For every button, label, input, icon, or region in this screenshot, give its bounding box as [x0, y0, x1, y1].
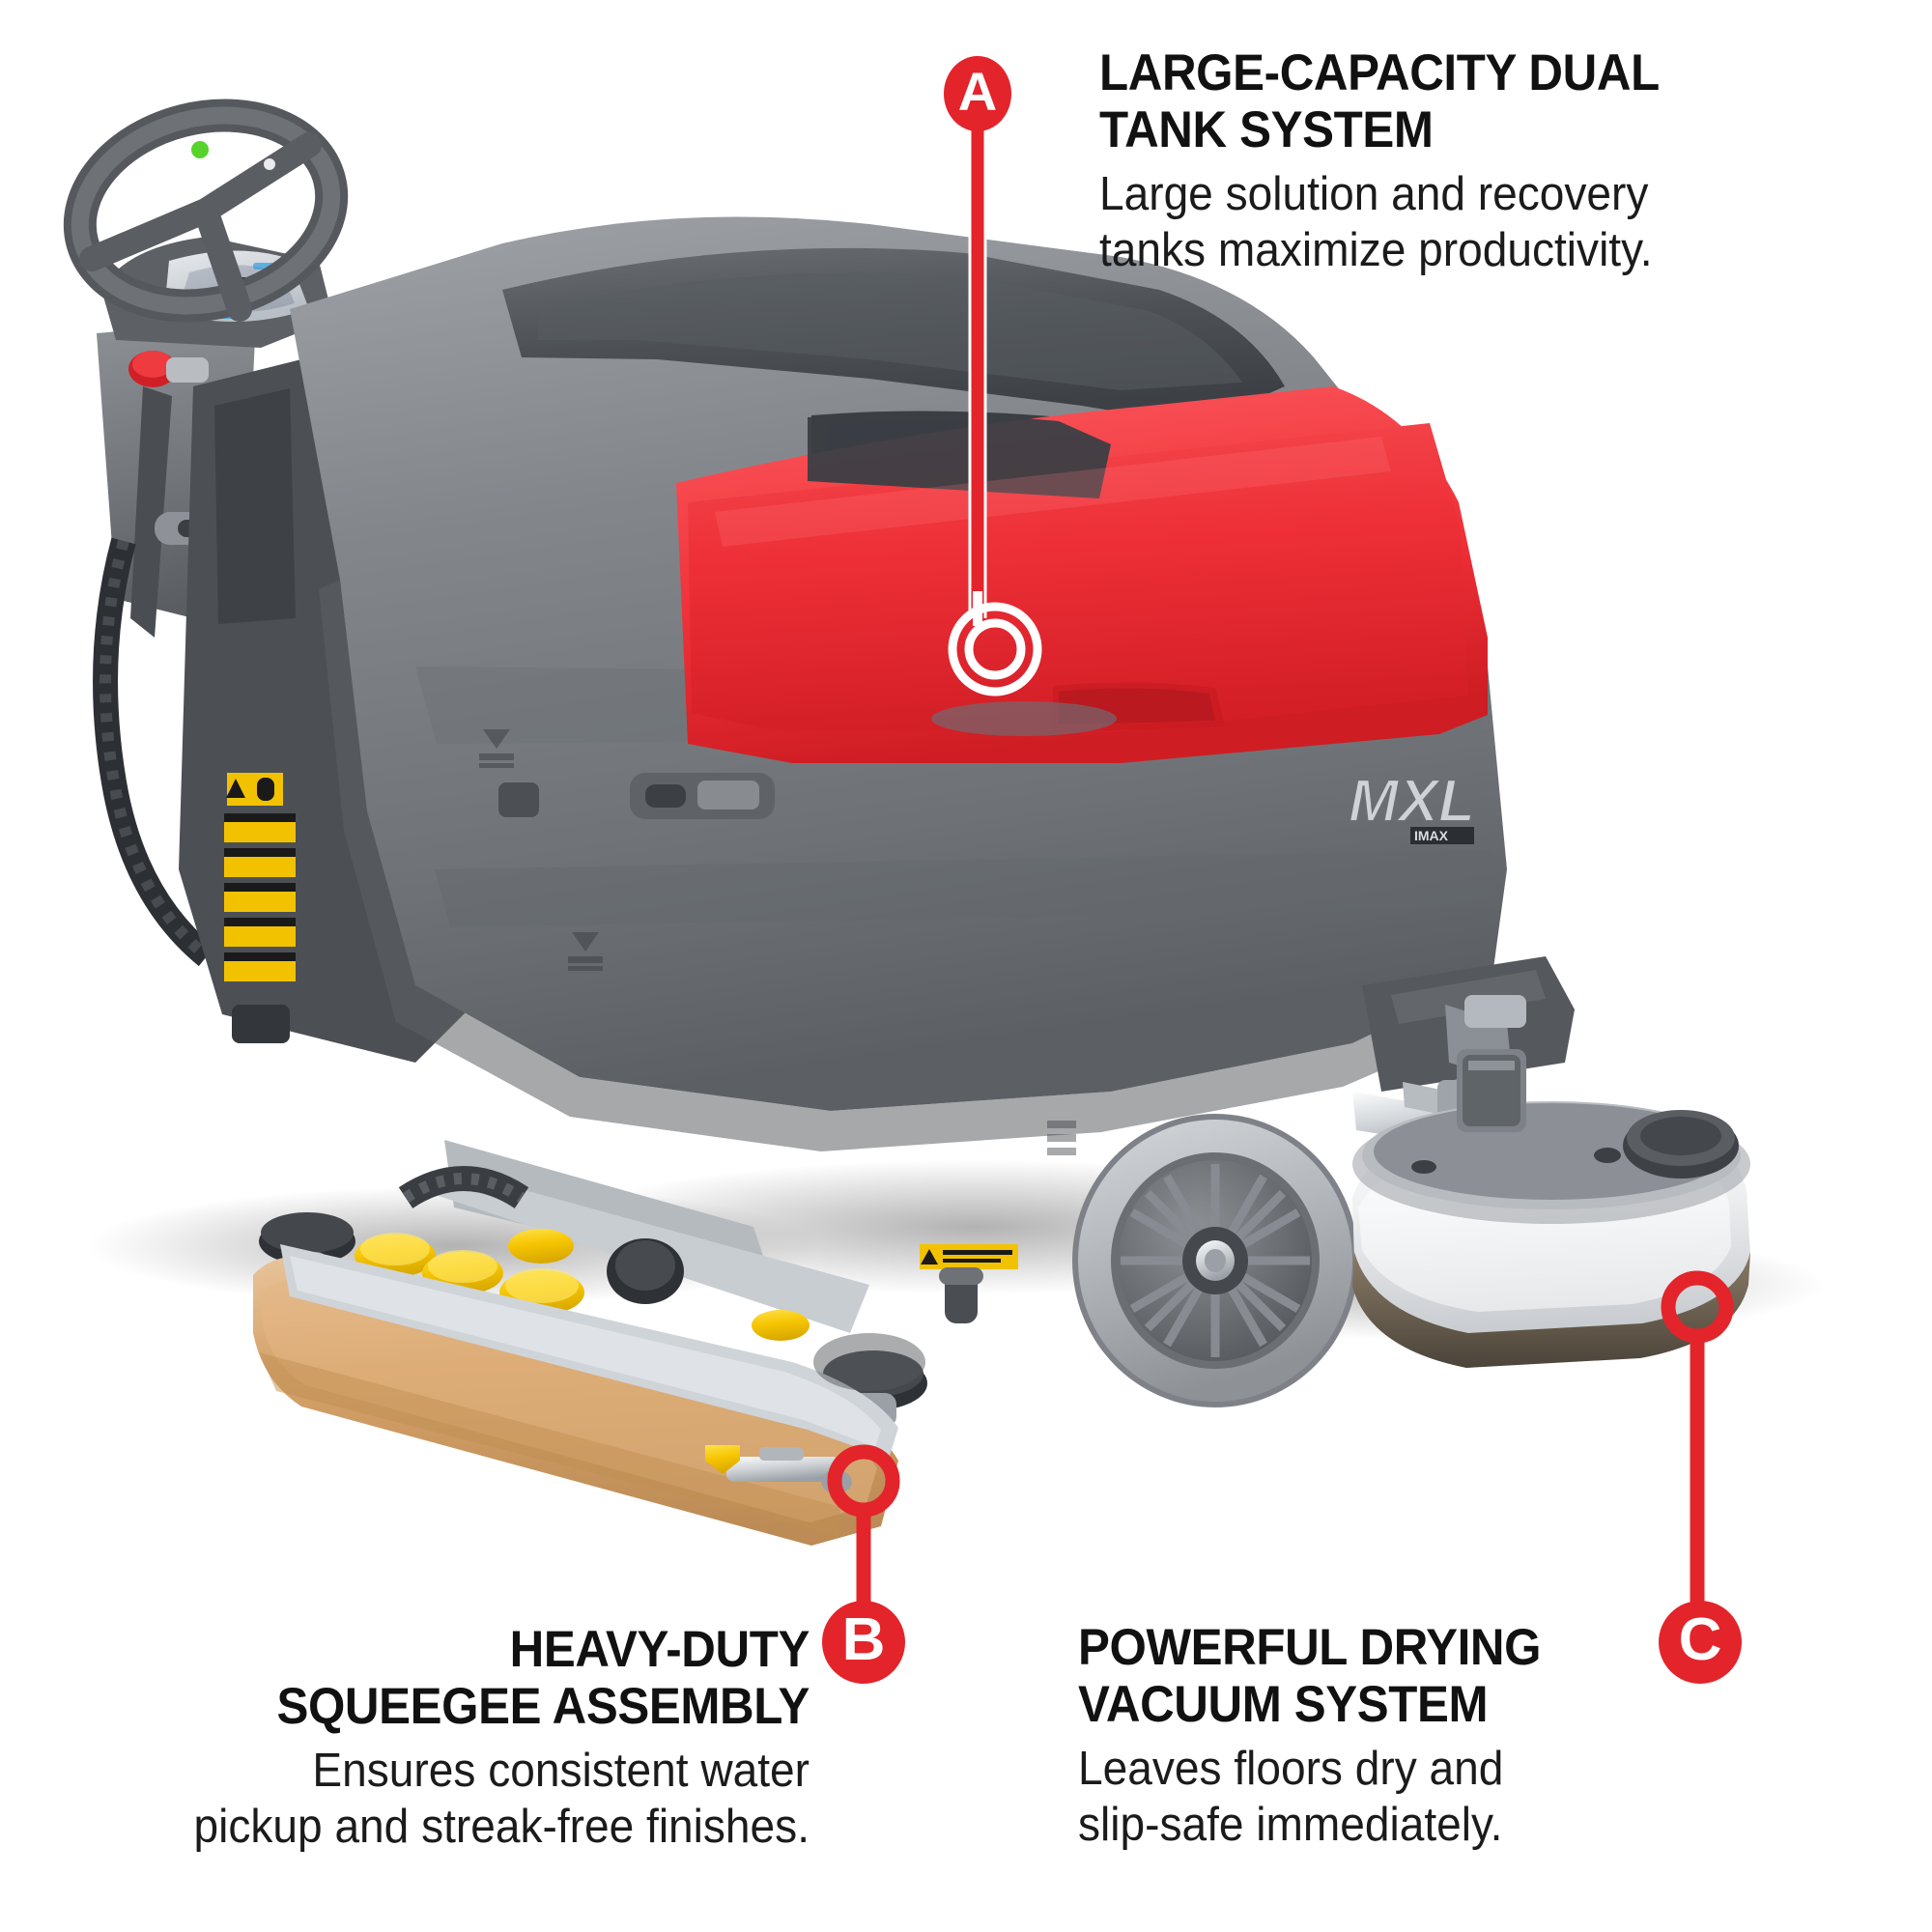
brand-mark-mxl: MXL IMAX: [1348, 767, 1476, 844]
callout-b-title-line-2: SQUEEGEE ASSEMBLY: [276, 1678, 810, 1736]
drive-wheel: [1072, 1114, 1358, 1407]
callout-b-title-line-1: HEAVY-DUTY: [509, 1621, 810, 1678]
drain-hose: [939, 1267, 983, 1323]
callout-a-body: Large solution and recovery tanks maximi…: [1099, 167, 1735, 279]
steering-wheel[interactable]: [60, 90, 353, 331]
callout-marker-a[interactable]: A: [944, 56, 1011, 131]
callout-b-title: HEAVY-DUTY SQUEEGEE ASSEMBLY: [99, 1621, 810, 1736]
emergency-stop-button[interactable]: [128, 351, 209, 387]
callout-marker-c-letter: C: [1678, 1606, 1722, 1673]
caution-sticker: [920, 1244, 1018, 1269]
callout-b-body: Ensures consistent water pickup and stre…: [92, 1744, 810, 1856]
callout-marker-b[interactable]: B: [822, 1601, 905, 1684]
callout-a-body-line-2: tanks maximize productivity.: [1099, 223, 1653, 276]
callout-a-title-line-2: TANK SYSTEM: [1099, 101, 1434, 159]
front-caster: [813, 1333, 925, 1391]
callout-a-body-line-1: Large solution and recovery: [1099, 167, 1649, 220]
callout-marker-b-letter: B: [841, 1606, 886, 1673]
callout-marker-c[interactable]: C: [1659, 1601, 1742, 1684]
callout-b-body-line-1: Ensures consistent water: [312, 1744, 810, 1797]
body-hardware: [479, 701, 1117, 1323]
callout-b-body-line-2: pickup and streak-free finishes.: [193, 1800, 810, 1853]
warning-label-stack: [224, 773, 296, 981]
callout-a-title-line-1: LARGE-CAPACITY DUAL: [1099, 44, 1660, 101]
squeegee-latch[interactable]: [705, 1445, 852, 1493]
callout-text-b: HEAVY-DUTY SQUEEGEE ASSEMBLY Ensures con…: [46, 1621, 810, 1855]
callout-text-c: POWERFUL DRYING VACUUM SYSTEM Leaves flo…: [1078, 1619, 1619, 1853]
label-icon-rear: [1047, 1121, 1076, 1155]
squeegee-assembly: [253, 1140, 927, 1546]
recovery-tank: [676, 386, 1488, 763]
indicator-led-green: [191, 141, 209, 158]
callout-a-title: LARGE-CAPACITY DUAL TANK SYSTEM: [1099, 44, 1728, 159]
callout-c-body: Leaves floors dry and slip-safe immediat…: [1078, 1742, 1586, 1854]
label-arrow-icon-2: [568, 932, 603, 971]
label-arrow-icon-1: [479, 729, 514, 768]
callout-marker-a-letter: A: [957, 61, 998, 122]
scrub-deck: [1352, 995, 1750, 1368]
callout-c-title-line-1: POWERFUL DRYING: [1078, 1619, 1542, 1676]
callout-c-title: POWERFUL DRYING VACUUM SYSTEM: [1078, 1619, 1581, 1734]
callout-text-a: LARGE-CAPACITY DUAL TANK SYSTEM Large so…: [1099, 44, 1776, 278]
vacuum-hose-elbow: [398, 1166, 684, 1304]
svg-text:IMAX: IMAX: [1414, 828, 1449, 843]
callout-c-title-line-2: VACUUM SYSTEM: [1078, 1676, 1489, 1734]
callout-c-body-line-2: slip-safe immediately.: [1078, 1798, 1503, 1851]
svg-text:MXL: MXL: [1349, 768, 1475, 835]
callout-c-body-line-1: Leaves floors dry and: [1078, 1742, 1504, 1795]
